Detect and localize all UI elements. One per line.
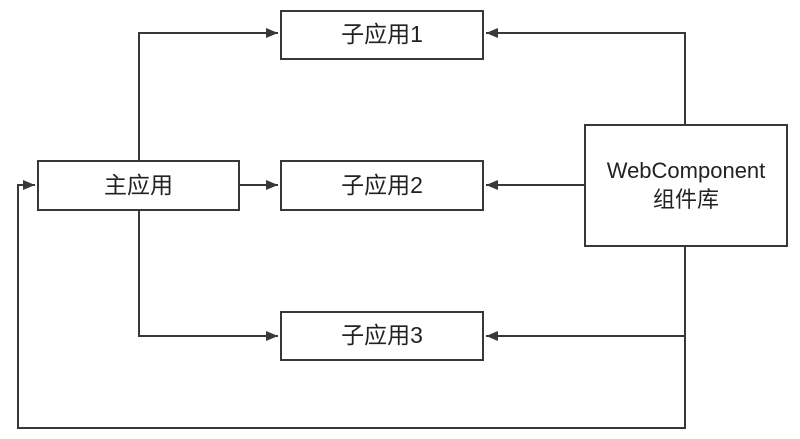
node-sub-app-1: 子应用1 [280, 10, 484, 60]
node-webcomponent-library: WebComponent 组件库 [584, 124, 788, 247]
node-main-app-label: 主应用 [104, 171, 173, 198]
connector-lib-to-sub1 [486, 28, 686, 124]
node-webcomponent-library-label-line2: 组件库 [652, 186, 719, 212]
connector-main-to-sub3 [138, 211, 278, 341]
node-sub-app-1-label: 子应用1 [341, 21, 423, 48]
node-sub-app-3-label: 子应用3 [341, 322, 423, 349]
node-webcomponent-library-label-line1: WebComponent [606, 157, 766, 183]
node-sub-app-3: 子应用3 [280, 311, 484, 361]
connector-lib-to-main [17, 180, 686, 429]
node-sub-app-2-label: 子应用2 [341, 171, 423, 198]
connector-main-to-sub1 [138, 28, 278, 160]
node-main-app: 主应用 [37, 160, 240, 211]
node-sub-app-2: 子应用2 [280, 160, 484, 211]
